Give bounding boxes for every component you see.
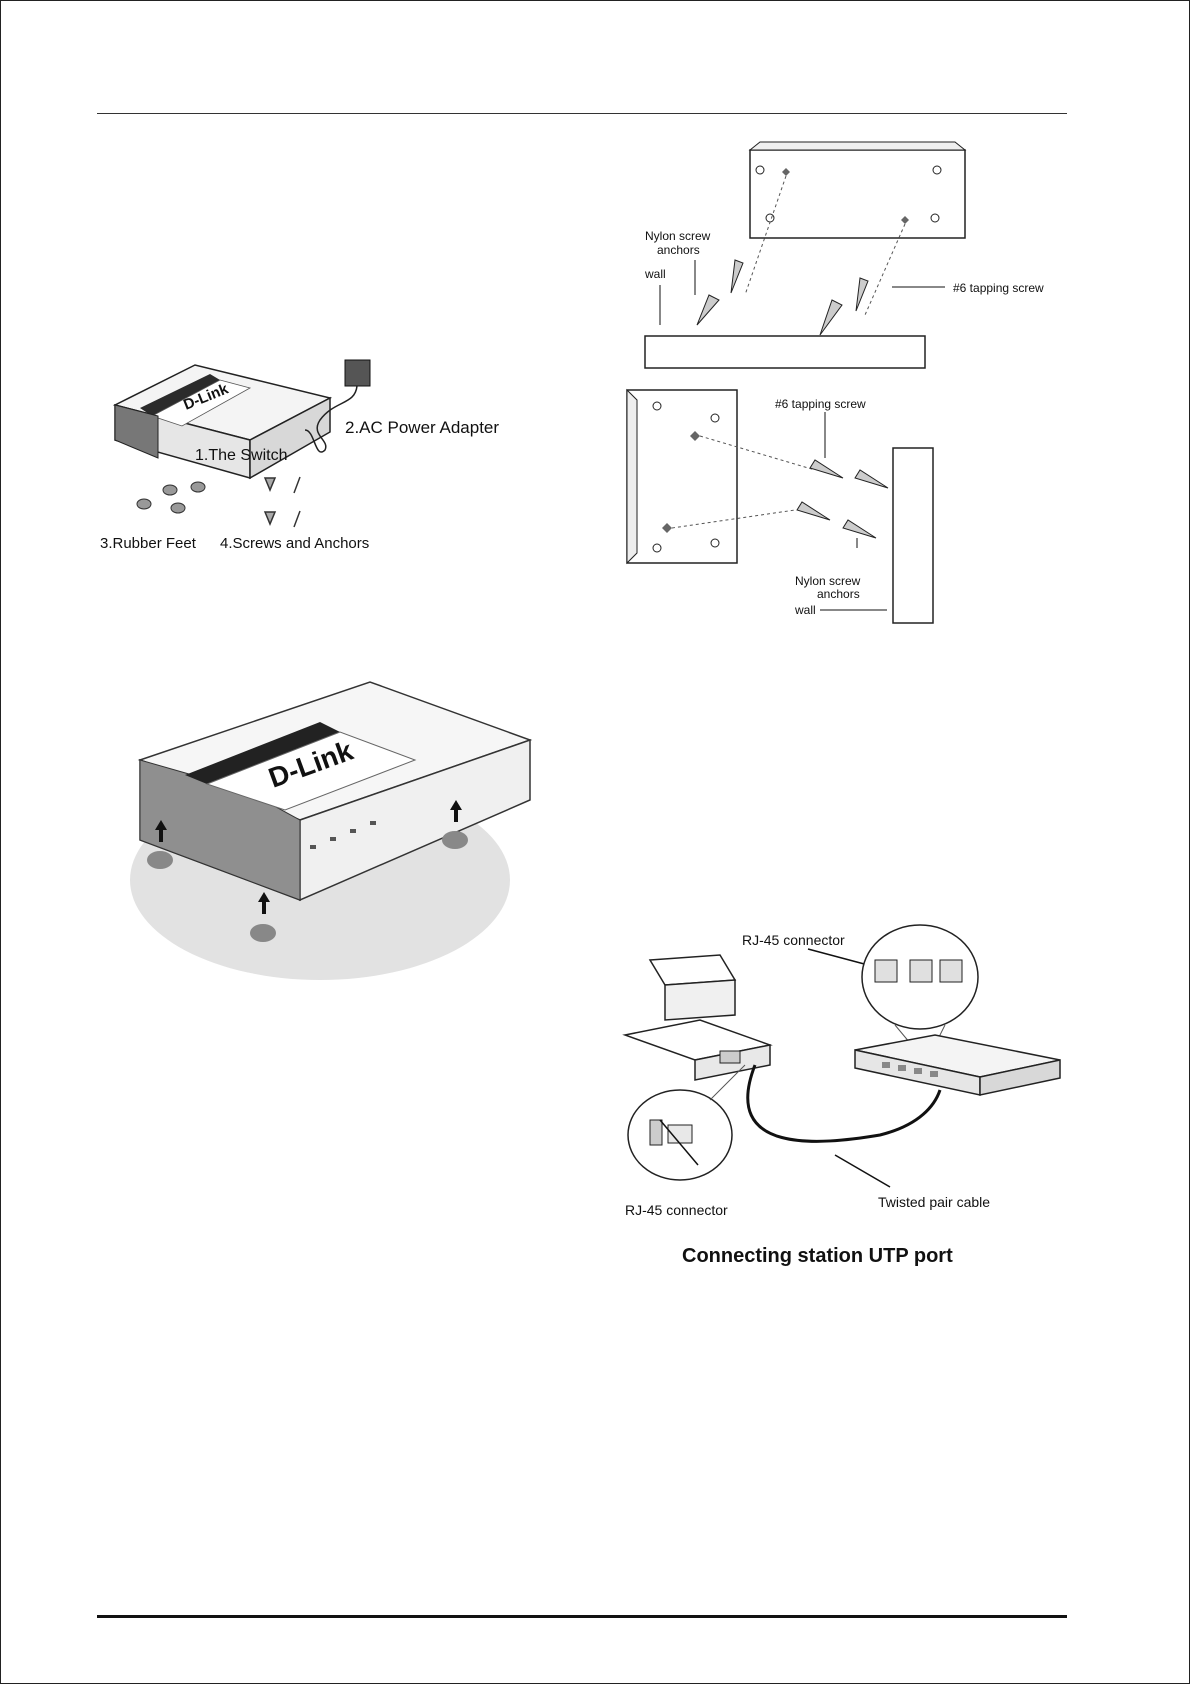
switch-bottom-view: [750, 142, 965, 238]
figure-wall-mount-horizontal: Nylon screw anchors wall #6 tapping scre…: [625, 140, 1075, 375]
screws-anchors-illustration: [265, 477, 300, 527]
header-rule: [97, 113, 1067, 114]
figure-package-contents: D-Link 2.AC Power Adapter 1.The Switch 3…: [100, 360, 540, 600]
screws-anchors: [797, 460, 888, 538]
screw-label: #6 tapping screw: [775, 397, 866, 411]
screws-anchors: [697, 260, 868, 335]
port-zoom-circle: [862, 925, 978, 1055]
switch-label: 1.The Switch: [195, 447, 287, 464]
switch-side-view: [627, 390, 737, 563]
rj45-bottom-label: RJ-45 connector: [625, 1202, 728, 1218]
figure-connecting-station: RJ-45 connector: [620, 925, 1070, 1225]
figure-wall-mount-vertical: #6 tapping screw Nylon screw anchors wal…: [625, 388, 965, 628]
rj45-top-label: RJ-45 connector: [742, 932, 845, 948]
anchors-label-line1: Nylon screw: [795, 574, 861, 588]
computer-illustration: [625, 955, 770, 1080]
screw-label: #6 tapping screw: [953, 281, 1044, 295]
adapter-label: 2.AC Power Adapter: [345, 418, 499, 437]
anchors-label-line2: anchors: [657, 243, 700, 257]
figure-caption: Connecting station UTP port: [682, 1245, 953, 1268]
nic-zoom-circle: [628, 1065, 745, 1180]
wall-block: [893, 448, 933, 623]
footer-rule: [97, 1615, 1067, 1618]
switch-illustration: [855, 1035, 1060, 1095]
wall-block: [645, 336, 925, 368]
anchors-label-line1: Nylon screw: [645, 229, 711, 243]
cable-label: Twisted pair cable: [878, 1194, 990, 1210]
screws-label: 4.Screws and Anchors: [220, 535, 369, 552]
wall-label: wall: [644, 267, 666, 281]
rubber-feet-illustration: [137, 482, 205, 513]
wall-label: wall: [794, 603, 816, 617]
rubber-feet-label: 3.Rubber Feet: [100, 535, 197, 552]
figure-rubber-feet: D-Link: [125, 680, 525, 985]
anchors-label-line2: anchors: [817, 587, 860, 601]
